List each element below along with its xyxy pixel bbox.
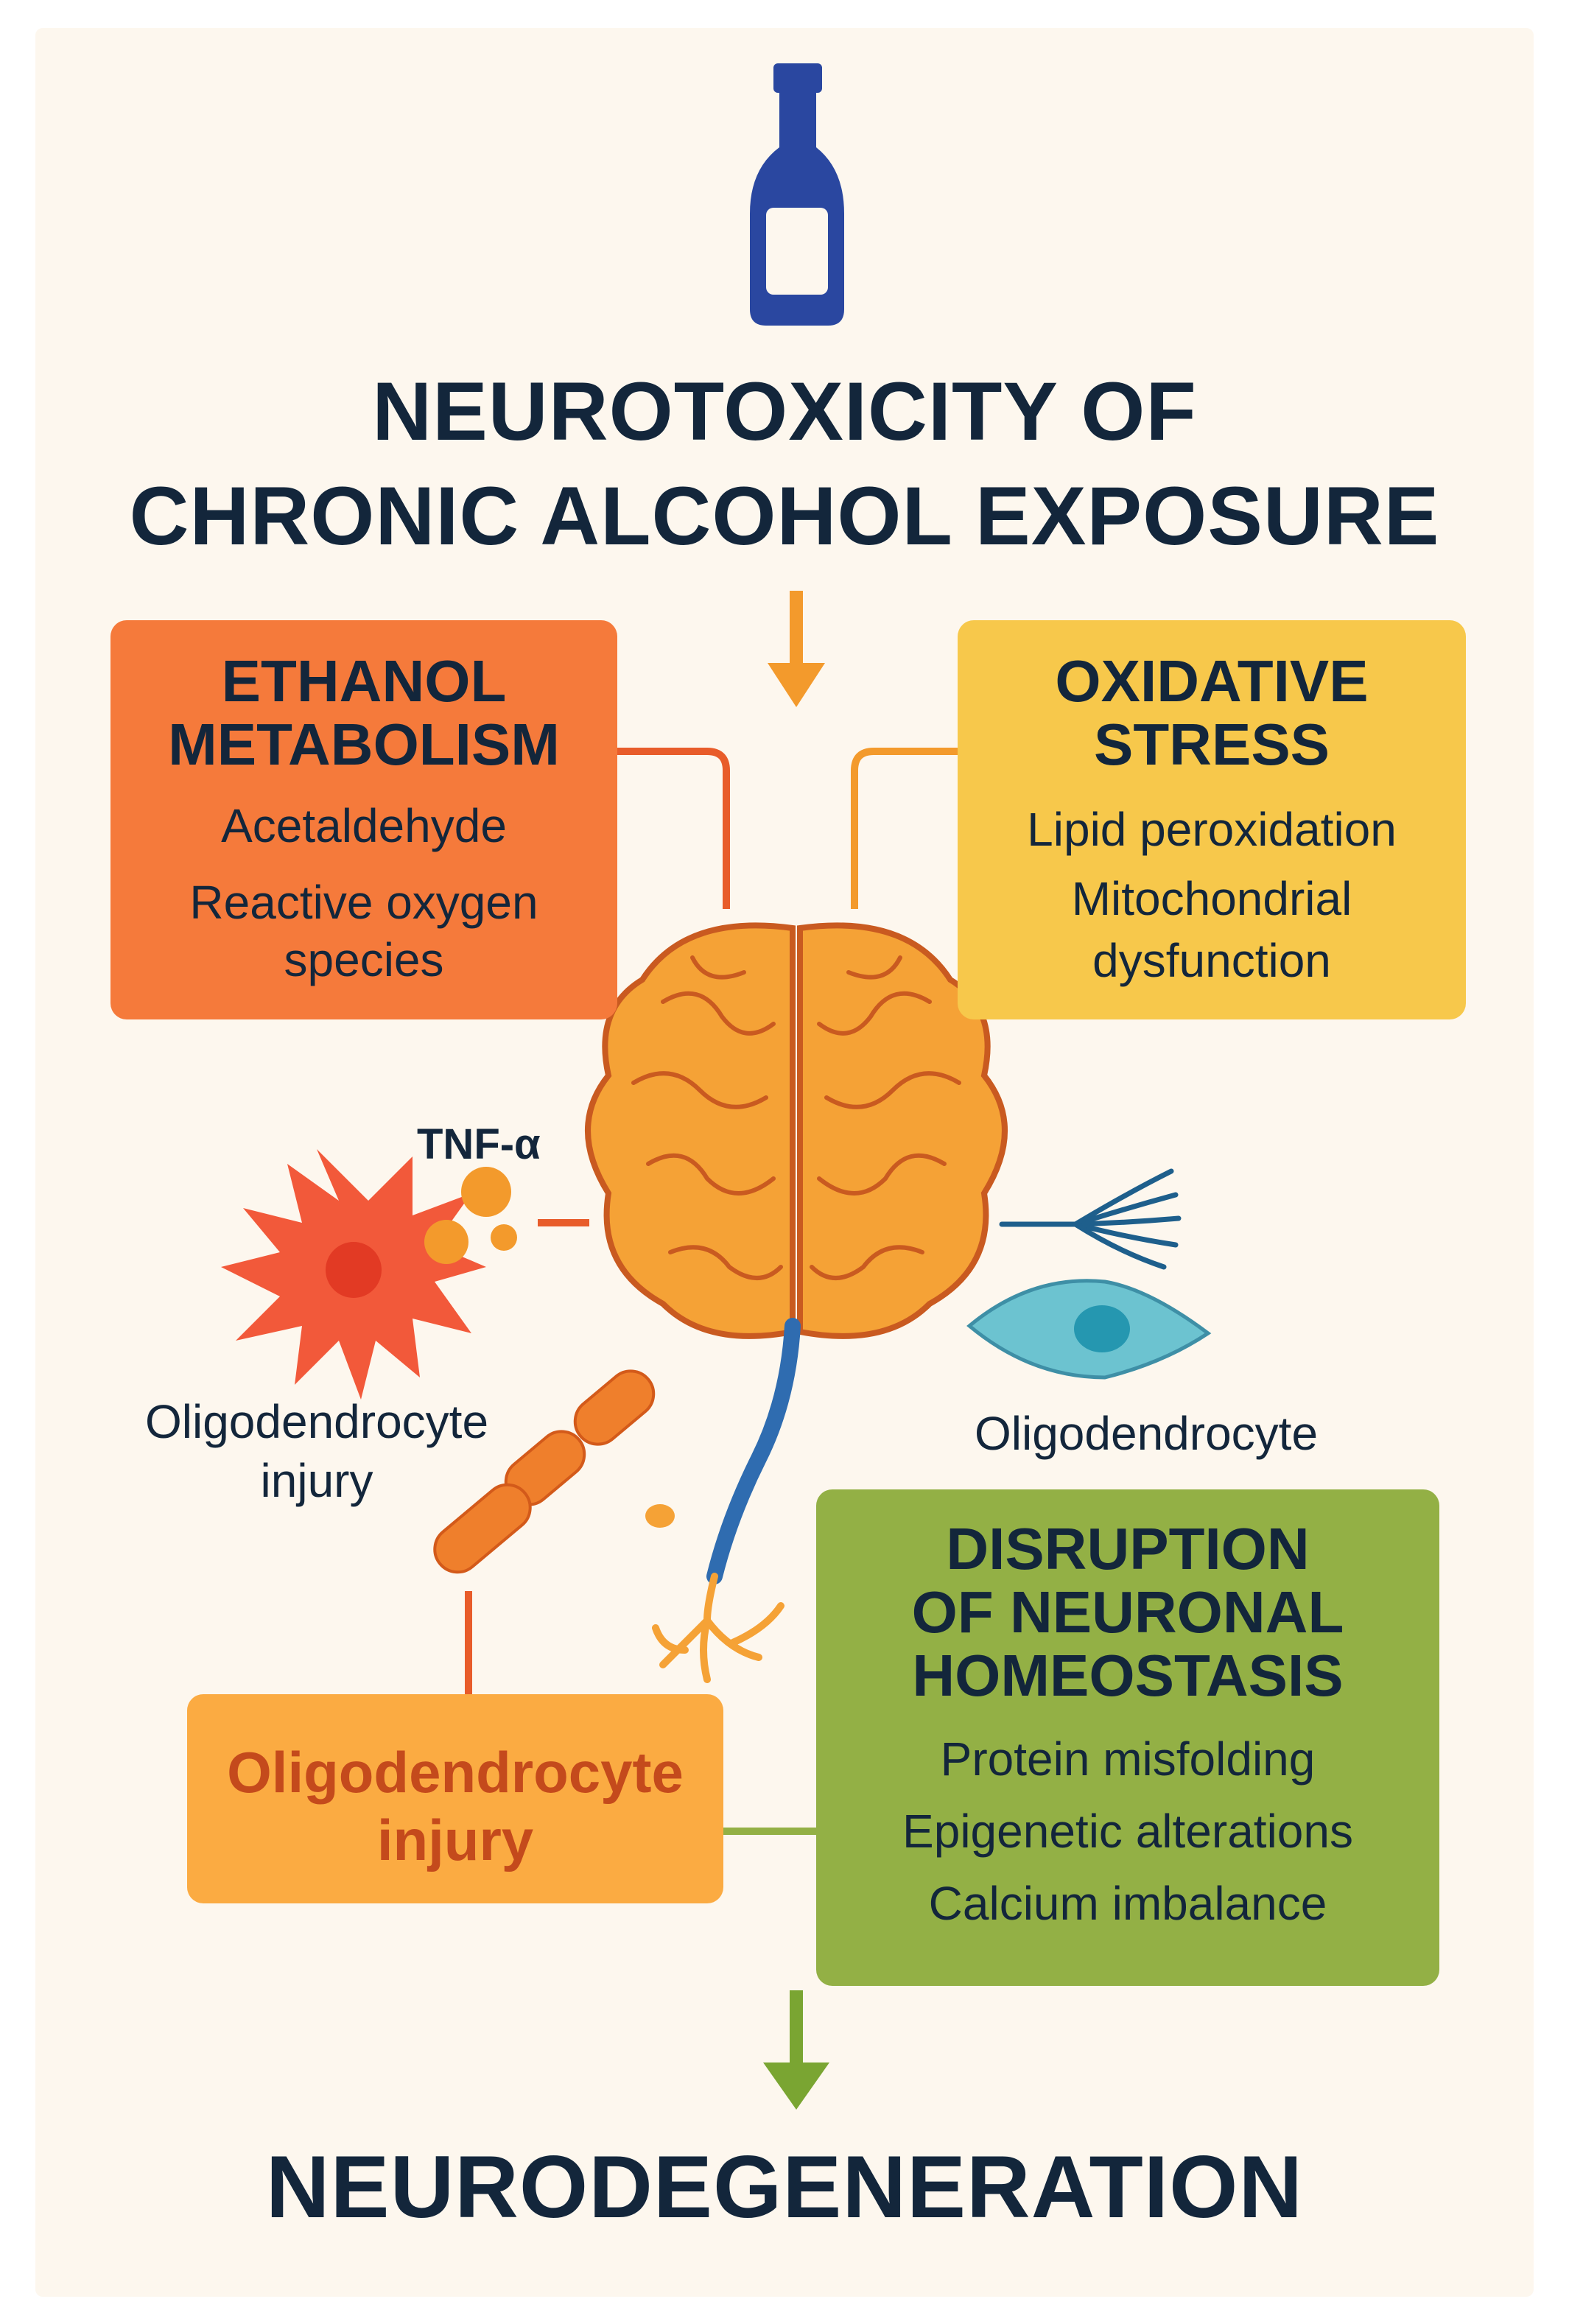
- neuron-axon-icon: [645, 1318, 801, 1683]
- disruption-heading-1: DISRUPTION: [946, 1516, 1310, 1581]
- oligo-heading-1: Oligodendrocyte: [227, 1740, 684, 1805]
- list-item: Reactive oxygen: [189, 876, 538, 929]
- right-cell-label: Oligodendrocyte: [974, 1407, 1319, 1460]
- arrow-down-green-icon: [763, 1990, 829, 2110]
- oxidative-stress-box: OXIDATIVE STRESS Lipid peroxidation Mito…: [958, 620, 1466, 1019]
- list-item: Lipid peroxidation: [1027, 803, 1397, 856]
- list-item: Mitochondrial: [1071, 872, 1352, 925]
- connector-oxidative: [851, 748, 958, 909]
- oxidative-heading-1: OXIDATIVE: [1055, 648, 1369, 714]
- ethanol-heading-1: ETHANOL: [221, 648, 507, 714]
- arrow-down-icon: [768, 591, 825, 707]
- oligodendrocyte-injury-box: Oligodendrocyte injury: [187, 1694, 723, 1903]
- disruption-heading-3: HOMEOSTASIS: [912, 1643, 1344, 1708]
- left-cell-label: Oligodendrocyte injury: [96, 1392, 538, 1510]
- title-line-1: NEUROTOXICITY OF: [372, 365, 1197, 457]
- outcome-label: NEURODEGENERATION: [265, 2138, 1304, 2236]
- title-line-2: CHRONIC ALCOHOL EXPOSURE: [129, 470, 1440, 562]
- list-item: species: [284, 933, 444, 986]
- tnf-label: TNF-α: [417, 1120, 541, 1168]
- disruption-heading-2: OF NEURONAL: [911, 1579, 1344, 1645]
- disruption-homeostasis-box: DISRUPTION OF NEURONAL HOMEOSTASIS Prote…: [816, 1489, 1439, 1986]
- oligo-heading-2: injury: [376, 1808, 534, 1872]
- tnf-cytokine-icon: [424, 1167, 517, 1264]
- ethanol-metabolism-box: ETHANOL METABOLISM Acetaldehyde Reactive…: [110, 620, 617, 1019]
- left-cell-label-2: injury: [260, 1454, 373, 1507]
- list-item: dysfunction: [1092, 934, 1331, 987]
- connector-ethanol: [617, 748, 730, 909]
- list-item: Calcium imbalance: [928, 1877, 1327, 1930]
- oxidative-heading-2: STRESS: [1093, 712, 1330, 777]
- list-item: Acetaldehyde: [221, 799, 507, 852]
- left-cell-label-1: Oligodendrocyte: [144, 1395, 489, 1448]
- bottle-icon: [750, 63, 844, 326]
- axon-fibers-icon: [999, 1168, 1182, 1270]
- ethanol-heading-2: METABOLISM: [168, 712, 560, 777]
- list-item: Epigenetic alterations: [902, 1805, 1353, 1858]
- myelin-segments-icon: [433, 1369, 656, 1574]
- brain-icon: [585, 922, 1008, 1339]
- oligodendrocyte-cell-icon: [966, 1279, 1212, 1380]
- list-item: Protein misfolding: [940, 1733, 1316, 1786]
- microglia-cell-icon: [221, 1149, 486, 1400]
